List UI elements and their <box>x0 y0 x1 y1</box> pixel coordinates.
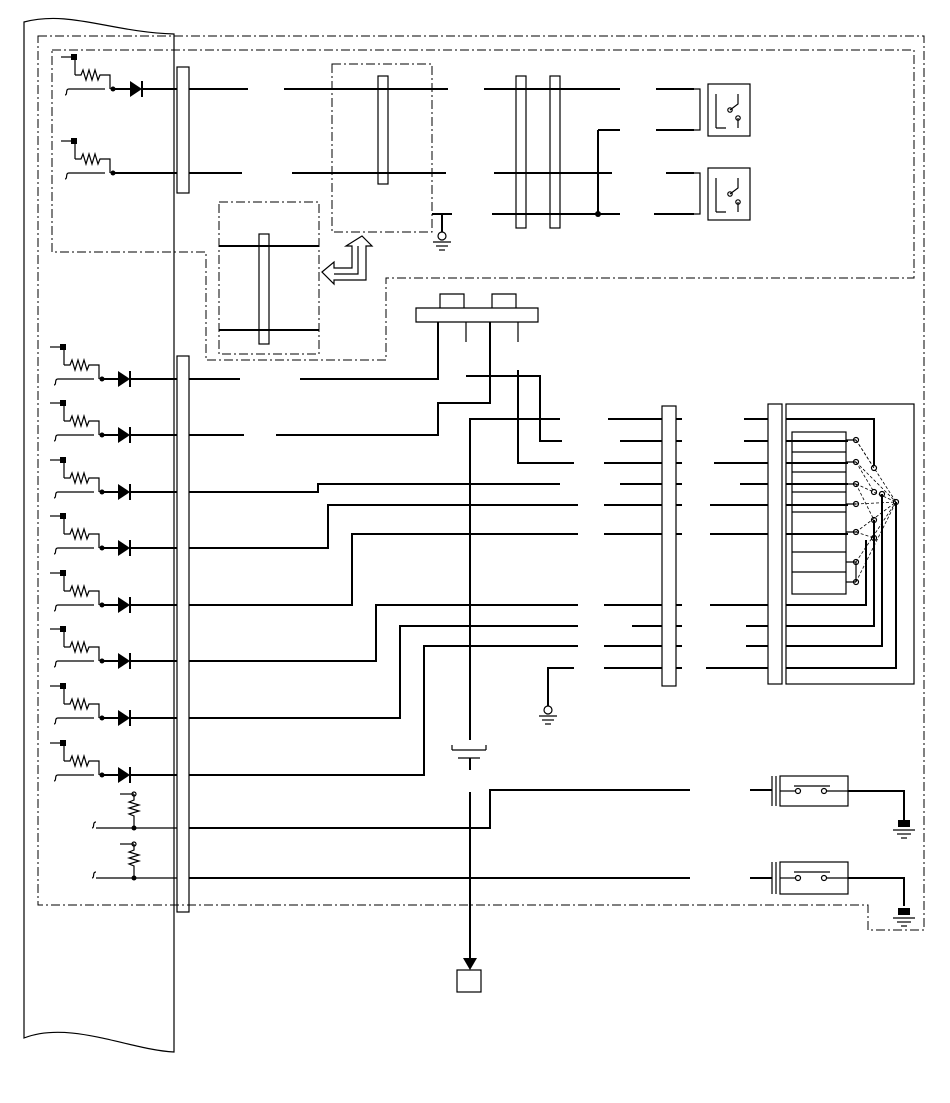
ground-symbol-switch-1 <box>892 819 916 839</box>
sensor-input-1 <box>49 343 177 388</box>
ground-symbol-switch-2 <box>892 907 916 927</box>
resistor-input-2 <box>91 841 177 881</box>
sensor-input-3 <box>49 456 177 501</box>
lower-wires <box>189 322 772 879</box>
sensor-input-5 <box>49 569 177 614</box>
sensor-inputs <box>49 343 177 784</box>
sensor-input-4 <box>49 512 177 557</box>
sensor-input-7 <box>49 682 177 727</box>
sensor-input-8 <box>49 739 177 784</box>
upper-wires <box>189 88 694 232</box>
relay-connector-bar <box>377 75 389 185</box>
sensor-input-6 <box>49 625 177 670</box>
connector-strip-lower <box>176 355 190 913</box>
selector-switch-box <box>785 403 915 685</box>
signal-flow-arrow <box>321 235 374 286</box>
junction-module-internals <box>219 233 319 345</box>
relay-module-boundary <box>331 63 433 233</box>
bottom-switch-1 <box>771 775 905 820</box>
center-connector <box>415 293 539 342</box>
resistor-input-1 <box>91 791 177 831</box>
relay-switch-1 <box>694 83 751 137</box>
right-connector <box>706 403 783 685</box>
control-module-outline <box>23 17 175 1053</box>
ground-symbol-upper <box>432 231 452 251</box>
ground-symbol-middle <box>538 705 558 725</box>
junction-connector-bar-b <box>549 75 561 229</box>
input-circuit-top-1 <box>60 53 177 98</box>
signal-flow-arrow-inner <box>334 246 359 275</box>
junction-connector-bar-a <box>515 75 527 229</box>
input-circuit-top-2 <box>60 137 177 180</box>
relay-switch-2 <box>694 167 751 221</box>
connector-strip-upper <box>176 66 190 194</box>
bottom-switch-2 <box>771 861 905 906</box>
junction-module-boundary <box>218 201 320 355</box>
main-harness-boundary <box>37 35 925 931</box>
sensor-input-2 <box>49 399 177 444</box>
upper-harness-boundary <box>51 49 915 361</box>
inline-capacitor <box>451 745 487 993</box>
lower-connector-bars <box>604 405 682 687</box>
